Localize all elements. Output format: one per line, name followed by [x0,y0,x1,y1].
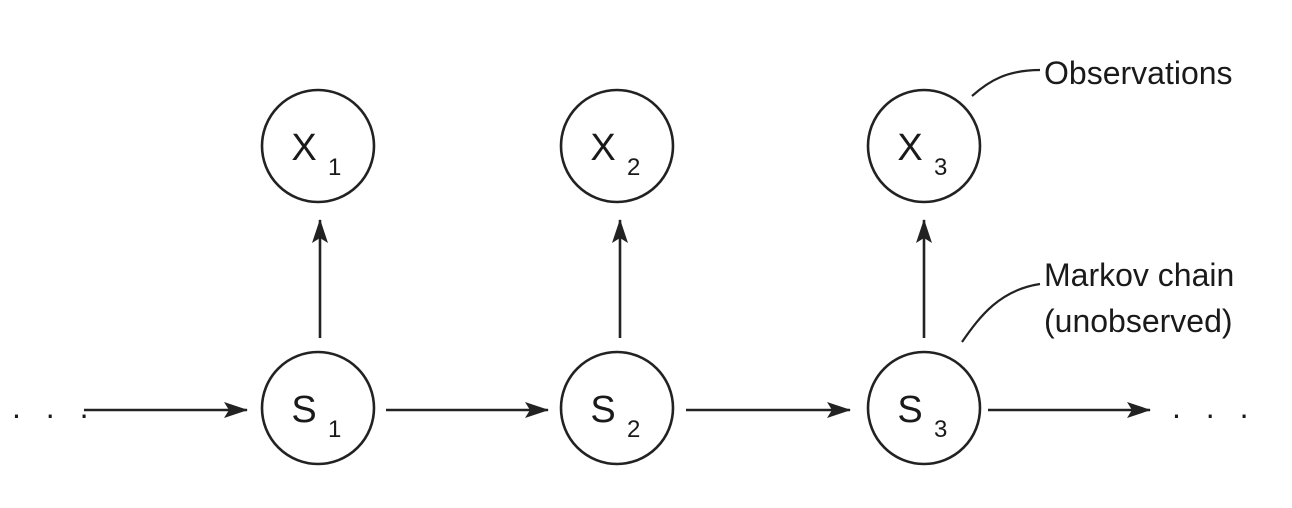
observation-letter: X [590,127,615,169]
markov-chain-leader-line [961,282,1041,343]
svg-text:S: S [897,389,922,431]
state-letter: S [291,389,316,431]
observation-index: 3 [934,154,947,181]
svg-text:S: S [590,389,615,431]
state-node-s2: S 2 [559,350,675,466]
markov-chain-sublabel: (unobserved) [1044,303,1233,339]
observation-node-x1: X 1 [260,88,376,204]
state-node-s3: S 3 [866,350,982,466]
observation-index: 1 [328,154,341,181]
svg-text:X: X [897,127,922,169]
observations-label: Observations [1044,55,1233,91]
observation-index: 2 [627,154,640,181]
state-index: 1 [328,416,341,443]
observation-node-x3: X 3 [866,88,982,204]
observation-letter: X [291,127,316,169]
svg-text:S: S [291,389,316,431]
ellipsis-left: . . . [12,389,96,425]
observation-letter: X [897,127,922,169]
observations-leader-line [971,68,1041,97]
state-node-s1: S 1 [260,350,376,466]
markov-chain-label: Markov chain [1044,257,1234,293]
svg-text:X: X [291,127,316,169]
svg-text:X: X [590,127,615,169]
state-index: 3 [934,416,947,443]
state-letter: S [590,389,615,431]
observation-node-x2: X 2 [559,88,675,204]
ellipsis-right: . . . [1172,389,1256,425]
state-index: 2 [627,416,640,443]
state-letter: S [897,389,922,431]
